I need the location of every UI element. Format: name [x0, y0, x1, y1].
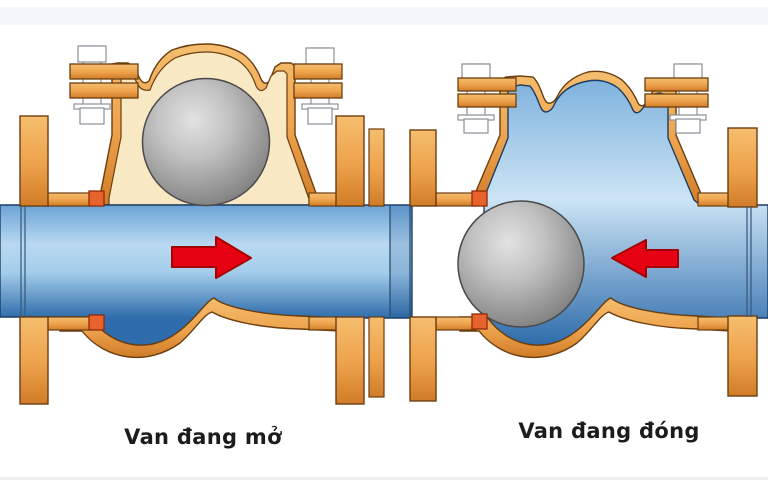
seat-gasket-bottom [88, 314, 105, 331]
pipe-end-ring [389, 205, 412, 318]
pipe-joint-lines [746, 206, 752, 317]
outlet-flange [727, 127, 758, 397]
flow-arrow-right-icon [171, 236, 252, 279]
pipe-joint-lines [20, 206, 26, 317]
valve-ball [141, 77, 271, 207]
top-divider-strip [0, 7, 768, 25]
outlet-flange [335, 115, 385, 405]
seat-strips [45, 192, 338, 331]
inlet-flange [409, 129, 437, 402]
caption-valve-closed: Van đang đóng [518, 419, 700, 443]
seat-gasket-top [88, 190, 105, 207]
seat-strips [435, 192, 731, 331]
flow-arrow-left-icon [611, 239, 679, 278]
inlet-flange [19, 115, 49, 405]
seat-gasket-bottom [471, 313, 488, 330]
seat-gasket-top [471, 190, 488, 207]
bottom-divider-strip [0, 477, 768, 480]
bonnet-flange-plates [457, 77, 709, 108]
closed-valve-illustration [409, 63, 768, 402]
caption-valve-open: Van đang mở [124, 425, 282, 449]
bonnet-flange-plates [69, 63, 343, 99]
valve-ball [457, 200, 585, 328]
open-valve-illustration [0, 43, 413, 405]
